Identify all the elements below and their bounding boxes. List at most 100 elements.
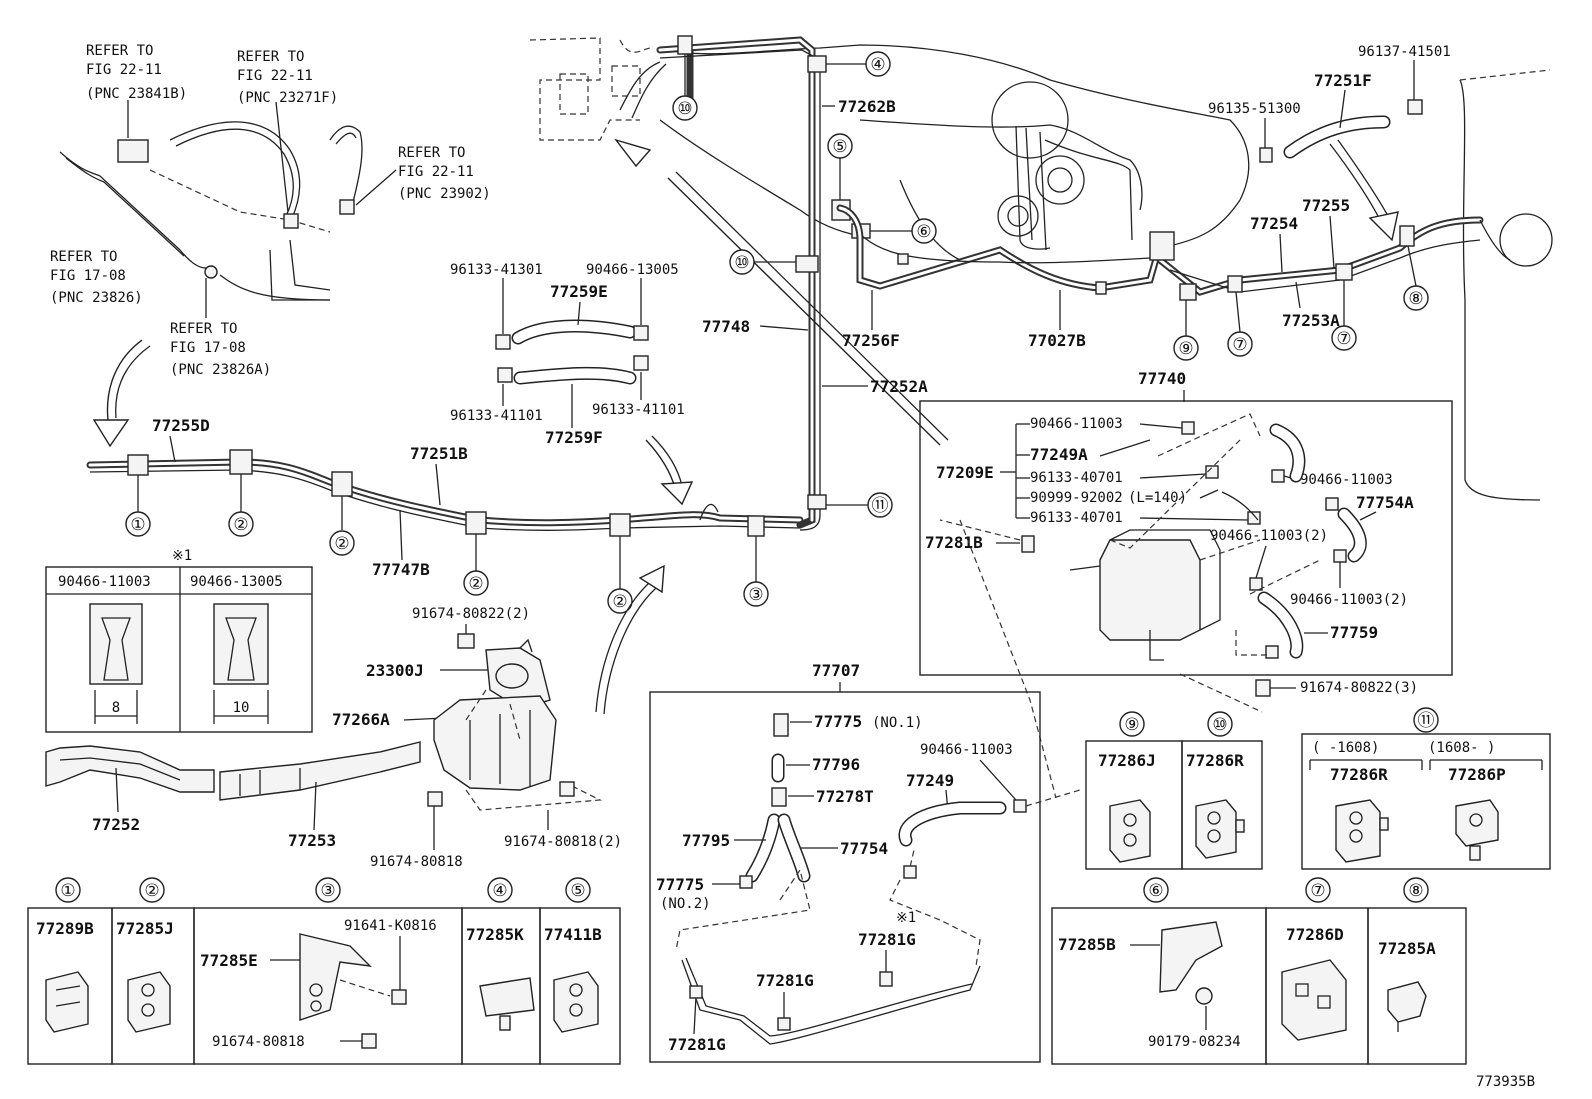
clip-box-9: ⑨ 77286J [1085, 711, 1183, 870]
svg-text:⑪: ⑪ [872, 496, 889, 516]
clip-table [45, 566, 313, 733]
clip-box-11: ⑪ ( -1608) (1608- ) 77286R 77286P [1301, 707, 1551, 870]
part-77795: 77795 [682, 831, 730, 850]
part-77252: 77252 [92, 815, 140, 834]
clip-part-label: 77286J [1098, 751, 1156, 770]
clip-part-label: 77286R [1186, 751, 1244, 770]
clip-part-label: 77411B [544, 925, 602, 944]
figure-id: 773935B [1476, 1074, 1535, 1090]
part-90999-note: (L=140) [1128, 490, 1187, 506]
part-91674-80822-qty3: 91674-80822(3) [1300, 680, 1418, 696]
svg-text:①: ① [130, 515, 145, 535]
bracket-77253 [219, 741, 421, 801]
clip-box-10: ⑩ 77286R [1181, 711, 1263, 870]
part-77255d: 77255D [152, 416, 210, 435]
part-96133-41101: 96133-41101 [450, 408, 543, 424]
svg-text:①: ① [60, 881, 75, 901]
refer-label-line1: REFER TO [170, 321, 237, 337]
part-91674-80818: 91674-80818 [370, 854, 463, 870]
clip-dim: 10 [233, 700, 250, 716]
fuel-tank-components [991, 81, 1133, 251]
callout-7: ⑦ [1331, 280, 1357, 351]
main-fuel-pipe [86, 449, 804, 537]
callout-5: ⑤ [827, 133, 853, 200]
refer-label-line3: (PNC 23902) [398, 186, 491, 202]
canister-assembly: 90466-11003 77249A 77209E 96133-40701 90… [925, 413, 1414, 799]
part-77255: 77255 [1302, 196, 1350, 215]
refer-pipes [59, 100, 397, 318]
svg-text:⑦: ⑦ [1232, 335, 1247, 355]
svg-text:③: ③ [320, 881, 335, 901]
callout-4: ④ [826, 51, 891, 77]
svg-text:⑩: ⑩ [734, 253, 749, 273]
clip-part-label: 77286D [1286, 925, 1344, 944]
part-77740: 77740 [1138, 369, 1186, 388]
refer-label-line2: FIG 17-08 [170, 340, 246, 356]
part-77759: 77759 [1330, 623, 1378, 642]
part-90466-11003-qty2: 90466-11003(2) [1210, 528, 1328, 544]
part-77027b: 77027B [1028, 331, 1086, 350]
part-77775-note: (NO.1) [872, 715, 923, 731]
callout-2: ② [463, 534, 489, 596]
part-77209e: 77209E [936, 463, 994, 482]
callout-7: ⑦ [1227, 291, 1253, 357]
clip-part-label: 77286R [1330, 765, 1388, 784]
part-96133-40701: 96133-40701 [1030, 510, 1123, 526]
svg-text:②: ② [233, 515, 248, 535]
clip-box-4: ④ 77285K [461, 877, 541, 1065]
callout-3: ③ [743, 536, 769, 607]
arrow-head [638, 564, 665, 594]
part-77278t: 77278T [816, 787, 874, 806]
arrow-head [92, 419, 130, 448]
clip-box-8: ⑧ 77285A [1367, 877, 1467, 1065]
clip-part-label: 77286P [1448, 765, 1506, 784]
refer-label-line2: FIG 22-11 [86, 62, 162, 78]
svg-text:⑧: ⑧ [1408, 881, 1423, 901]
part-77249a: 77249A [1030, 445, 1088, 464]
callout-2: ② [329, 496, 355, 556]
clip-table-part: 90466-11003 [58, 574, 151, 590]
svg-text:⑨: ⑨ [1124, 715, 1139, 735]
callout-2: ② [607, 536, 633, 614]
callout-1: ① [125, 475, 151, 537]
refer-23826a: REFER TO FIG 17-08 (PNC 23826A) [170, 321, 271, 378]
vent-hose-assembly: 77775 (NO.1) 77796 77278T 77795 77754 77… [656, 712, 1027, 1054]
ref-mark: ※1 [896, 910, 916, 926]
part-77254: 77254 [1250, 214, 1298, 233]
svg-text:⑩: ⑩ [677, 99, 692, 119]
part-77796: 77796 [812, 755, 860, 774]
clip-box-3: ③ 77285E 91641-K0816 91674-80818 [193, 877, 463, 1065]
refer-label-line3: (PNC 23826A) [170, 362, 271, 378]
part-77252a: 77252A [870, 377, 928, 396]
part-96137-41501: 96137-41501 [1358, 44, 1451, 60]
part-77281g: 77281G [858, 930, 916, 949]
callout-8: ⑧ [1403, 245, 1429, 311]
clip-box-7: ⑦ 77286D [1265, 877, 1369, 1065]
callout-11: ⑪ [826, 492, 893, 518]
refer-23826: REFER TO FIG 17-08 (PNC 23826) [50, 249, 143, 306]
part-96133-41101: 96133-41101 [592, 402, 685, 418]
part-77253: 77253 [288, 831, 336, 850]
part-77259e: 77259E [550, 282, 608, 301]
svg-text:⑦: ⑦ [1310, 881, 1325, 901]
part-77262b: 77262B [838, 97, 896, 116]
fuel-filter-23300j [485, 638, 551, 707]
svg-text:②: ② [334, 534, 349, 554]
part-77259f: 77259F [545, 428, 603, 447]
arrow-head [1368, 211, 1399, 242]
clip-table-mark: ※1 [172, 548, 192, 564]
clip-sub-part: 91674-80818 [212, 1034, 305, 1050]
part-77707: 77707 [812, 661, 860, 680]
part-96133-41301: 96133-41301 [450, 262, 543, 278]
clip-part-label: 77285E [200, 951, 258, 970]
callout-9: ⑨ [1173, 300, 1199, 361]
clip-icon-10mm: 10 [213, 603, 269, 724]
refer-label-line1: REFER TO [50, 249, 117, 265]
arrow-down-left [106, 339, 143, 421]
arrow-head [660, 481, 694, 506]
part-77256f: 77256F [842, 331, 900, 350]
part-77775: 77775 [656, 875, 704, 894]
part-77281b: 77281B [925, 533, 983, 552]
part-77775: 77775 [814, 712, 862, 731]
